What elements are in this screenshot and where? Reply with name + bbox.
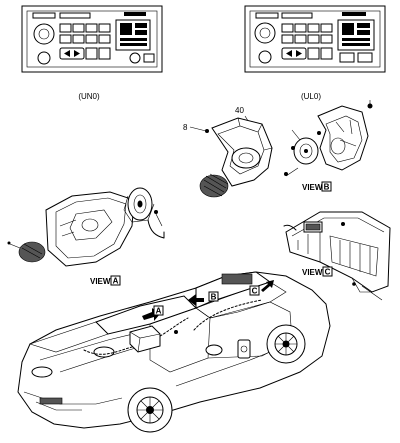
callout-screw-8: 8 — [183, 123, 188, 132]
door-trim-panel — [45, 191, 135, 267]
radio-ul0 — [244, 5, 386, 73]
view-a-label: VIEW — [90, 277, 111, 286]
radio-un0-label: (UN0) — [78, 92, 100, 101]
view-b-rear-speaker-assembly: 8 40 — [183, 100, 373, 198]
view-b-key: B — [324, 183, 330, 192]
screw-icon — [205, 129, 209, 133]
car-body — [17, 271, 331, 433]
arrow-a-key: A — [156, 307, 162, 316]
arrow-c-key: C — [252, 287, 258, 296]
radio-un0 — [21, 5, 163, 73]
view-c-key: C — [325, 268, 331, 277]
door-grille — [18, 241, 46, 263]
view-a-key: A — [113, 277, 119, 286]
view-c-label: VIEW — [302, 268, 323, 277]
arrow-c-marker: C — [249, 280, 274, 296]
callout-screw-40: 40 — [235, 106, 244, 115]
arrow-a-marker: A — [142, 305, 164, 321]
view-b-label: VIEW — [302, 183, 323, 192]
arrow-b-marker: B — [188, 291, 219, 306]
view-c-amplifier-area — [283, 211, 391, 301]
radio-ul0-label: (UL0) — [301, 92, 321, 101]
arrow-b-key: B — [211, 293, 217, 302]
view-a-door-speaker-assembly — [7, 187, 165, 267]
